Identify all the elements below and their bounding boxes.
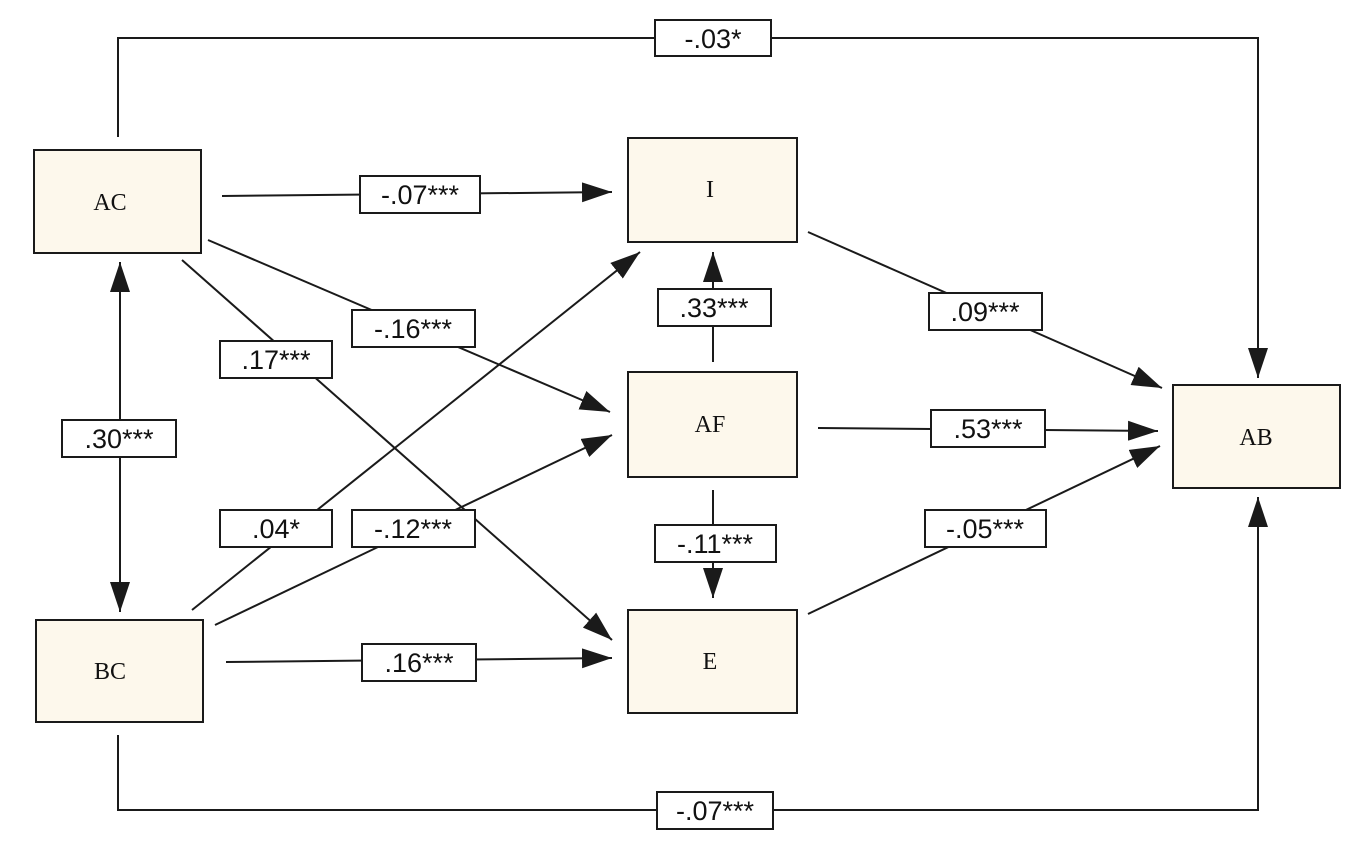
coef-bc-e: .16*** bbox=[361, 643, 477, 682]
coef-ac-ab: -.03* bbox=[654, 19, 772, 57]
coef-bc-e-text: .16*** bbox=[384, 648, 454, 678]
node-af-label: AF bbox=[695, 412, 726, 438]
coef-af-i-text: .33*** bbox=[679, 293, 749, 323]
coef-e-ab: -.05*** bbox=[924, 509, 1047, 548]
coef-ac-e-text: .17*** bbox=[241, 345, 311, 375]
node-bc[interactable]: BC bbox=[35, 619, 204, 723]
coef-af-e: -.11*** bbox=[654, 524, 777, 563]
coef-ac-i: -.07*** bbox=[359, 175, 481, 214]
coef-ac-bc-text: .30*** bbox=[84, 424, 154, 454]
coef-bc-i-text: .04* bbox=[252, 514, 301, 544]
node-e[interactable]: E bbox=[627, 609, 798, 714]
node-ab[interactable]: AB bbox=[1172, 384, 1341, 489]
node-bc-label: BC bbox=[94, 659, 126, 685]
coef-i-ab: .09*** bbox=[928, 292, 1043, 331]
coef-ac-af: -.16*** bbox=[351, 309, 476, 348]
coef-af-e-text: -.11*** bbox=[677, 529, 754, 559]
coef-bc-af-text: -.12*** bbox=[374, 514, 453, 544]
edge-ac-e bbox=[181, 259, 613, 641]
coef-ac-bc: .30*** bbox=[61, 419, 177, 458]
node-ac[interactable]: AC bbox=[33, 149, 202, 254]
node-i[interactable]: I bbox=[627, 137, 798, 243]
node-i-label: I bbox=[706, 177, 714, 203]
coef-bc-ab-text: -.07*** bbox=[676, 796, 755, 826]
coef-af-ab: .53*** bbox=[930, 409, 1046, 448]
coef-ac-af-text: -.16*** bbox=[374, 314, 453, 344]
node-af[interactable]: AF bbox=[627, 371, 798, 478]
node-e-label: E bbox=[703, 649, 718, 675]
coef-ac-ab-text: -.03* bbox=[684, 24, 742, 54]
coef-af-i: .33*** bbox=[657, 288, 772, 327]
coef-af-ab-text: .53*** bbox=[953, 414, 1023, 444]
coef-bc-ab: -.07*** bbox=[656, 791, 774, 830]
node-ab-label: AB bbox=[1239, 425, 1272, 451]
coef-bc-i: .04* bbox=[219, 509, 333, 548]
edge-bc-i bbox=[191, 251, 641, 611]
coef-i-ab-text: .09*** bbox=[950, 297, 1020, 327]
coef-ac-i-text: -.07*** bbox=[381, 180, 460, 210]
coef-e-ab-text: -.05*** bbox=[946, 514, 1025, 544]
coef-ac-e: .17*** bbox=[219, 340, 333, 379]
node-ac-label: AC bbox=[93, 190, 126, 216]
coef-bc-af: -.12*** bbox=[351, 509, 476, 548]
